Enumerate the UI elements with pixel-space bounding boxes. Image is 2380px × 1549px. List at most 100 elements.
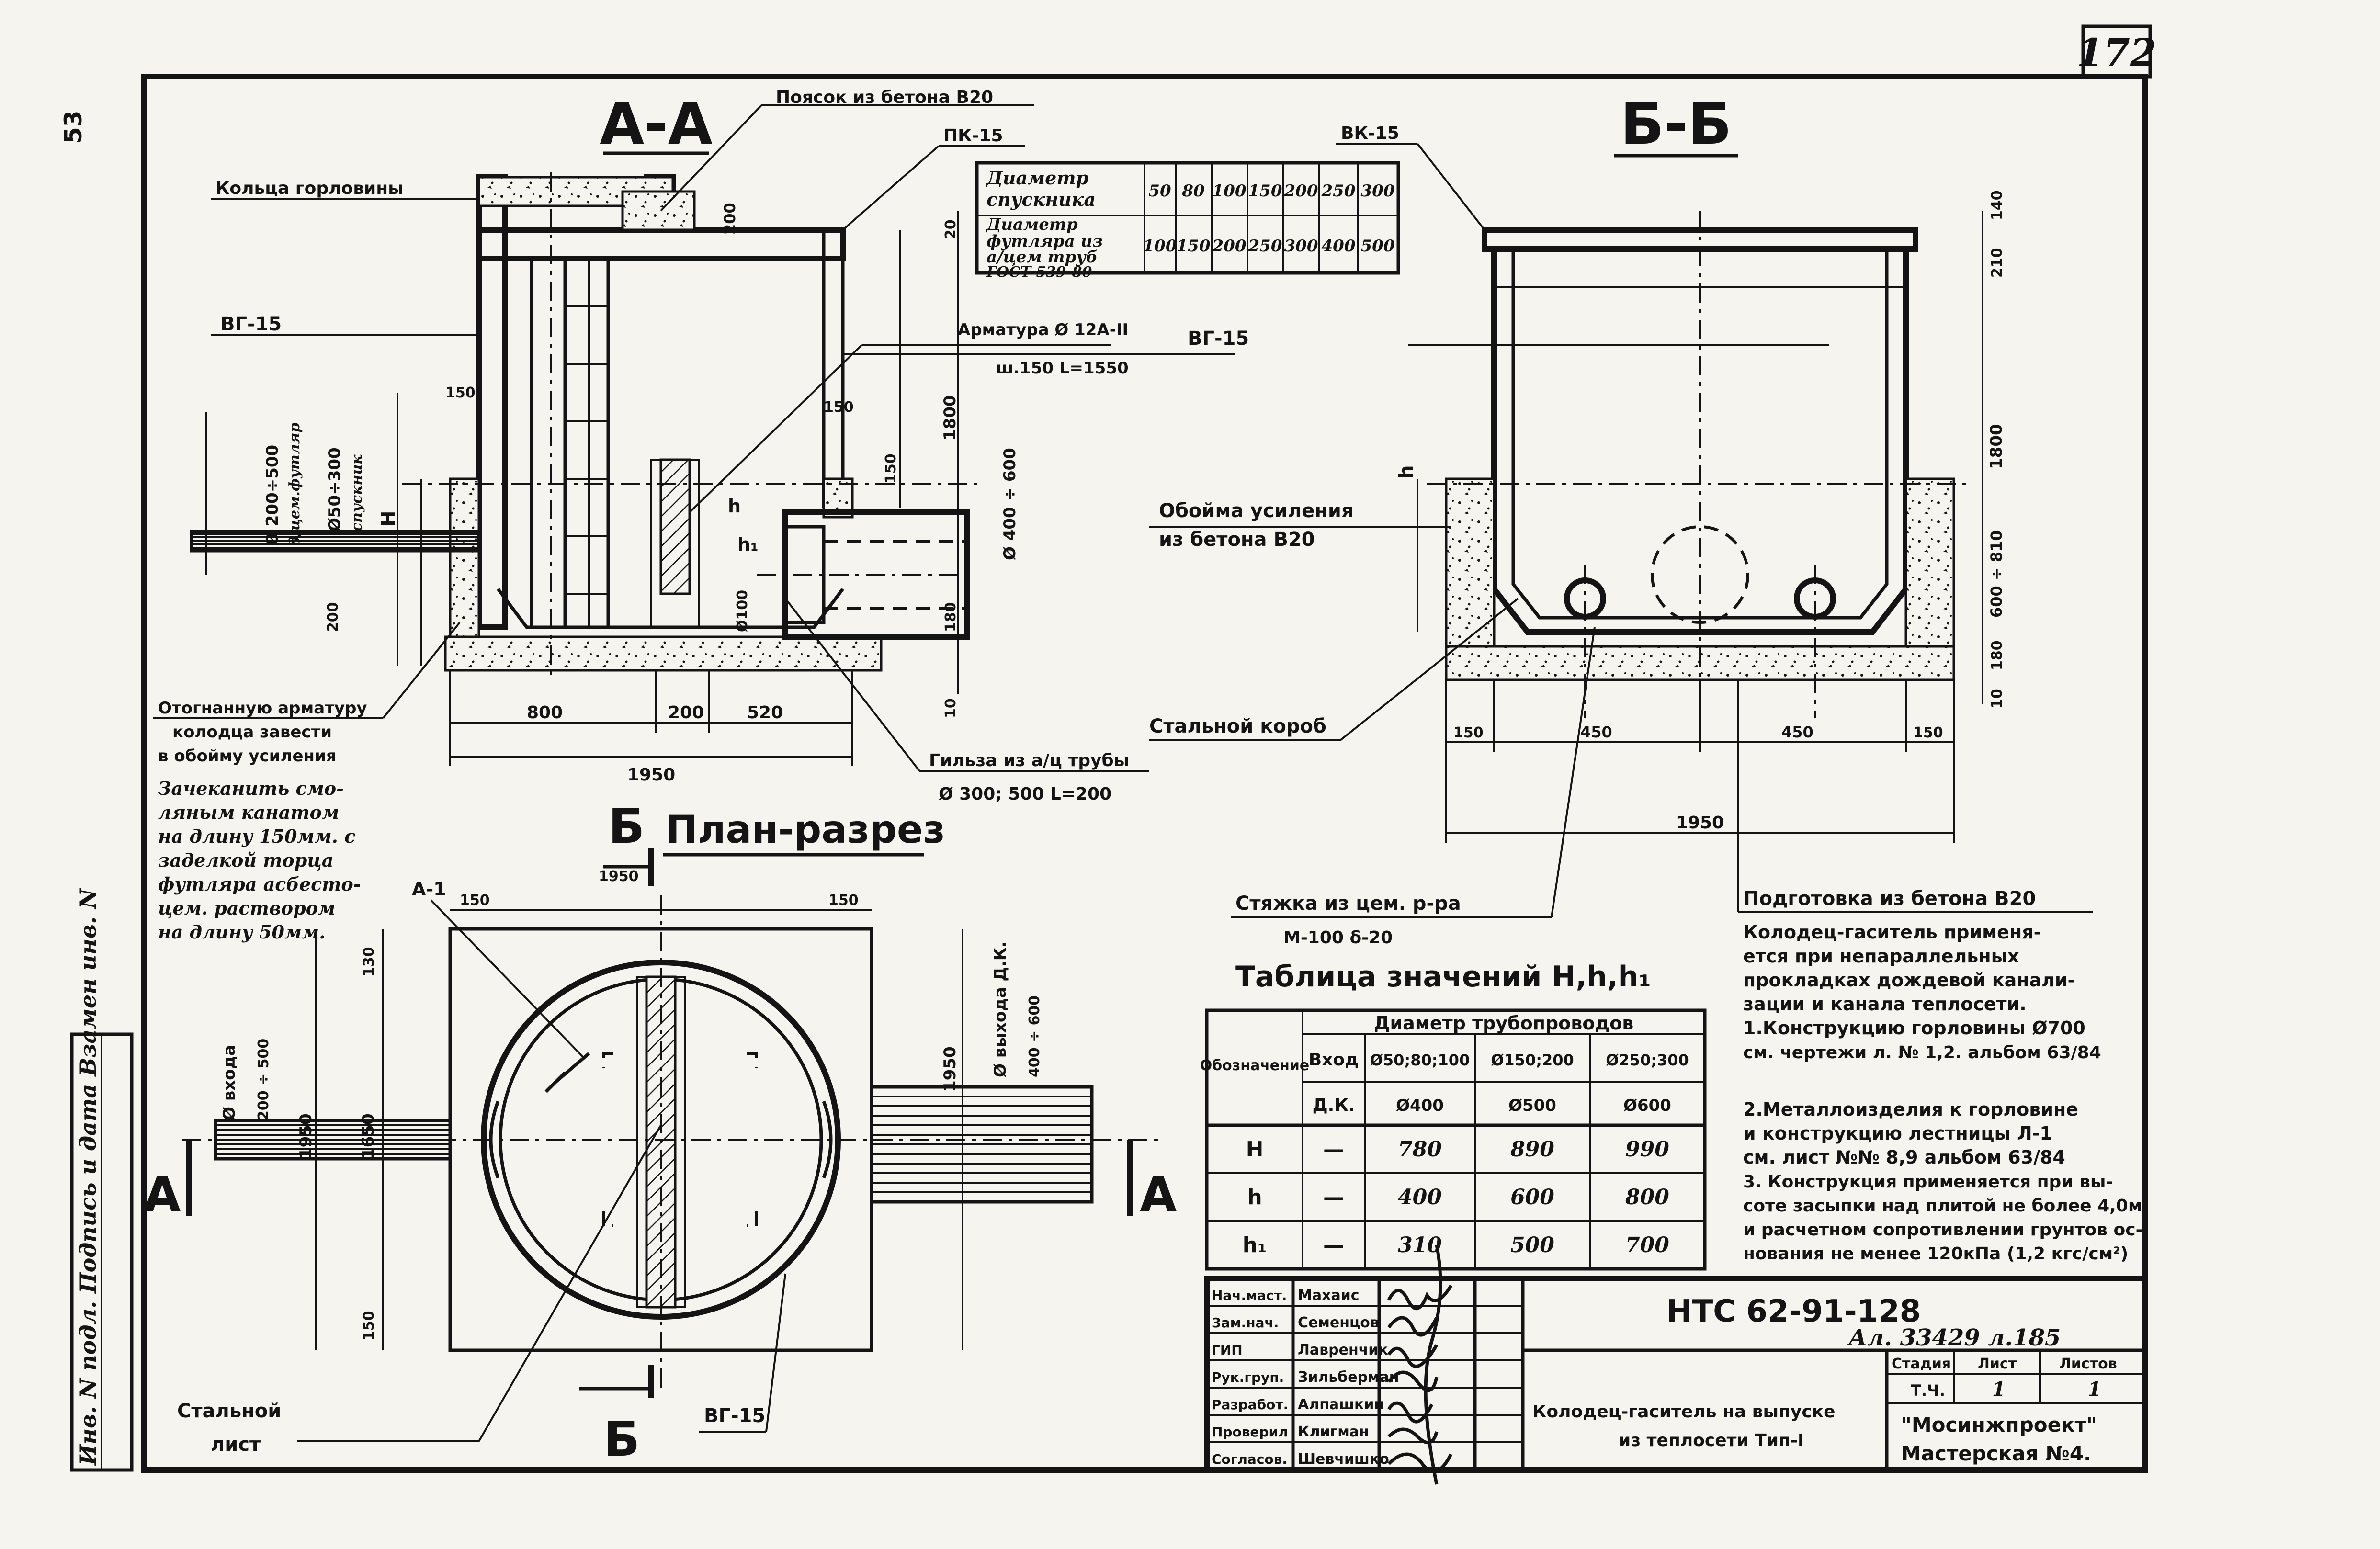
aa-label-poyasok: Поясок из бетона В20 (776, 88, 993, 107)
margin-mark: 53 (59, 110, 87, 144)
aa-label-armatura-step: ш.150 L=1550 (996, 359, 1129, 378)
dt-row2-label-2: футляра из (986, 232, 1103, 251)
diameter-table: Диаметр спускника Диаметр футляра из а/ц… (975, 161, 1400, 281)
dt-r1-c5: 200 (1284, 181, 1318, 201)
tb-sheet: 1 (1992, 1378, 2006, 1401)
plan-stalnoy-1: Стальной (177, 1400, 281, 1422)
tb-role-6: Проверил (1212, 1424, 1288, 1440)
plan-a-right: А (1140, 1167, 1177, 1223)
section-aa: А-А (153, 88, 1249, 943)
signature-scribbles (1387, 1244, 1453, 1485)
vt-row-1-vhod: — (1323, 1137, 1344, 1162)
page-number: 172 (2077, 30, 2157, 75)
aa-d-futlyar: Ø 200÷500 (263, 445, 282, 546)
dt-r1-c4: 150 (1248, 181, 1282, 201)
tb-role-1: Нач.маст. (1212, 1288, 1287, 1303)
vt-dk-1: Ø400 (1396, 1096, 1444, 1115)
tb-role-4: Рук.груп. (1212, 1369, 1284, 1385)
aa-dim-140: 20 (942, 219, 959, 239)
vt-row-3-v3: 700 (1625, 1233, 1669, 1257)
note-line-14: нования не менее 120кПа (1,2 кгс/см²) (1743, 1244, 2128, 1264)
page-number-box (2081, 24, 2152, 79)
plan-dim-150-a: 150 (460, 892, 490, 909)
plan-a-left: А (144, 1167, 181, 1223)
bb-dim-180: 180 (1989, 640, 2006, 670)
vt-header-main: Диаметр трубопроводов (1374, 1013, 1634, 1034)
dt-row2-label-4: ГОСТ 539-80 (986, 264, 1092, 281)
plan-b-letter-bottom: Б (603, 1411, 640, 1467)
note-line-3: прокладках дождевой канали- (1743, 970, 2075, 991)
aa-zachekanit-1: Зачеканить смо- (158, 778, 344, 799)
vt-title: Таблица значений H,h,h₁ (1235, 960, 1651, 994)
vt-col-label: Обозначение (1200, 1057, 1310, 1074)
tb-role-7: Согласов. (1212, 1451, 1287, 1467)
aa-d100: Ø100 (734, 590, 751, 632)
tb-role-2: Зам.нач. (1212, 1315, 1279, 1331)
aa-zachekanit-4: заделкой торца (158, 849, 333, 871)
vt-row-3-v2: 500 (1510, 1233, 1554, 1257)
note-line-8: 2.Металлоизделия к горловине (1743, 1099, 2078, 1120)
bb-dim-210: 210 (1989, 248, 2006, 278)
dt-row1-label-2: спускника (986, 189, 1096, 210)
aa-label-gilza-2: Ø 300; 500 L=200 (939, 784, 1111, 804)
tb-stage-h: Стадия (1892, 1356, 1951, 1372)
plan-b-letter: Б (608, 798, 645, 854)
note-line-1: Колодец-гаситель применя- (1743, 922, 2041, 943)
vt-row-2-v1: 400 (1398, 1185, 1442, 1210)
note-line-5: 1.Конструкцию горловины Ø700 (1743, 1018, 2085, 1039)
vt-row-2-name: h (1247, 1185, 1262, 1210)
dt-r2-c1: 100 (1143, 237, 1177, 256)
plan-title: План-разрез (666, 807, 945, 852)
bb-dim-450b: 450 (1781, 723, 1813, 741)
vt-row-1-v2: 890 (1510, 1137, 1554, 1162)
section-aa-title: А-А (600, 91, 713, 158)
aa-dim-150-a: 150 (445, 384, 476, 401)
plan-dim-1650: 1650 (359, 1113, 378, 1159)
bb-dim-450a: 450 (1580, 723, 1612, 741)
aa-dim-200b: 200 (668, 703, 704, 723)
tb-org-2: Мастерская №4. (1901, 1442, 2091, 1465)
vt-col-1: Ø50;80;100 (1370, 1051, 1470, 1069)
plan-dim-1950-top: 1950 (599, 868, 639, 885)
tb-name-3: Лавренчик (1298, 1342, 1388, 1358)
vt-dk: Д.К. (1313, 1096, 1355, 1115)
tb-org-1: "Мосинжпроект" (1901, 1413, 2097, 1436)
aa-d-futlyar-2: д/цем.футляр (286, 422, 303, 546)
aa-label-obognut-2: колодца завести (172, 723, 332, 742)
vt-row-2-vhod: — (1323, 1185, 1344, 1210)
dt-r1-c6: 250 (1321, 181, 1356, 201)
tb-name-6: Клигман (1298, 1424, 1369, 1440)
bb-h-label: h (1395, 465, 1417, 479)
aa-d-spusk-2: спускник (349, 454, 365, 531)
dt-r2-c3: 200 (1212, 237, 1247, 256)
plan-vhod-1: Ø входа (220, 1045, 239, 1120)
plan-vyhod-2: 400 ÷ 600 (1026, 995, 1043, 1077)
tb-sheet-h: Лист (1978, 1356, 2017, 1372)
vt-row-1-name: H (1246, 1137, 1264, 1162)
aa-h-label: H (378, 511, 400, 527)
vt-row-3-vhod: — (1323, 1233, 1344, 1257)
note-podgotovka: Подготовка из бетона В20 (1743, 888, 2036, 910)
tb-code: НТС 62-91-128 (1666, 1294, 1921, 1329)
aa-zachekanit-7: на длину 50мм. (158, 921, 325, 943)
aa-zachekanit-2: ляным канатом (158, 802, 339, 823)
plan-dim-1950-v: 1950 (296, 1113, 316, 1159)
aa-label-obognut-1: Отогнанную арматуру (158, 699, 367, 718)
plan-dim-150-c: 150 (361, 1311, 377, 1341)
dt-r2-c6: 400 (1322, 237, 1356, 256)
aa-dim-200-top: 200 (721, 203, 739, 235)
plan-a1: А-1 (412, 879, 446, 900)
bb-dim-600: 600 ÷ 810 (1987, 530, 2006, 618)
note-line-6: см. чертежи л. № 1,2. альбом 63/84 (1743, 1043, 2101, 1063)
plan-section: Б План-разрез 1950 (144, 798, 1177, 1467)
aa-zachekanit-3: на длину 150мм. с (158, 825, 355, 847)
values-table: Таблица значений H,h,h₁ Диаметр трубопро… (1200, 960, 1707, 1271)
bb-dim-140: 140 (1989, 190, 2006, 220)
tb-name-7: Шевчишко (1298, 1451, 1389, 1468)
tb-name-2: Семенцов (1298, 1314, 1379, 1331)
section-bb-title: Б-Б (1621, 91, 1732, 158)
aa-label-pk15: ПК-15 (943, 126, 1003, 146)
note-line-10: см. лист №№ 8,9 альбом 63/84 (1743, 1147, 2065, 1168)
bb-dim-1800: 1800 (1987, 424, 2006, 469)
